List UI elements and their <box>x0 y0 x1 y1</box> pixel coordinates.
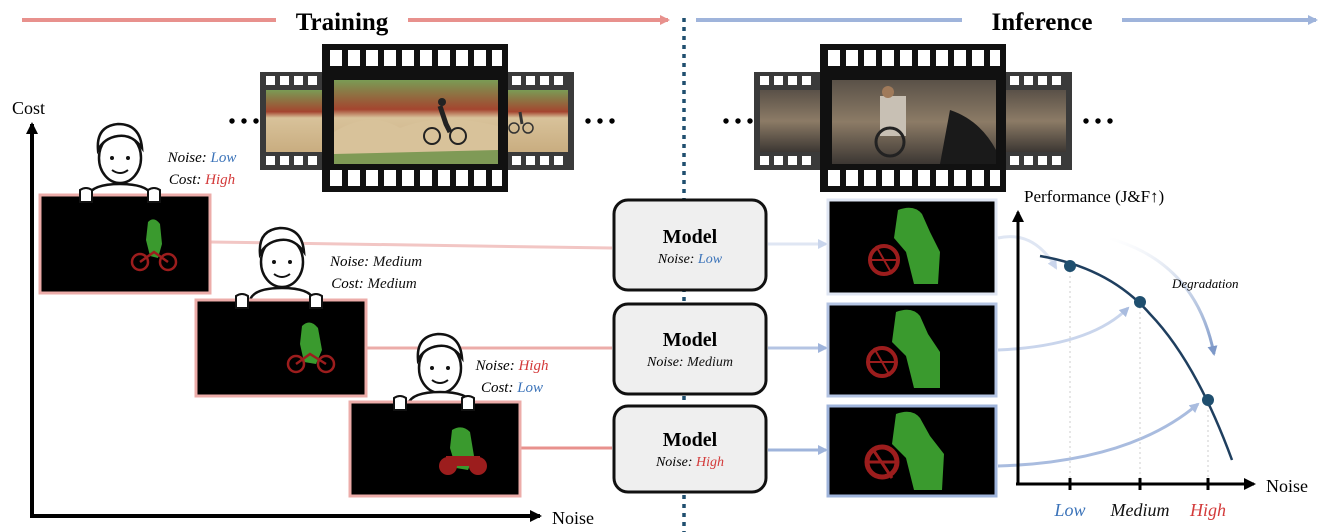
inference-ellipsis-left: • • • <box>722 111 753 133</box>
point-medium <box>1134 296 1146 308</box>
degradation-arrow <box>1107 236 1218 356</box>
model-medium-title: Model <box>663 329 718 351</box>
degradation-label: Degradation <box>1171 276 1238 291</box>
inference-film-strip <box>754 44 1072 192</box>
annotator-low-noise: Noise: Low <box>167 150 237 166</box>
annotator-medium: Noise: Medium Cost: Medium <box>194 226 422 398</box>
annotator-medium-cost: Cost: Medium <box>331 276 417 292</box>
model-high-noise: Noise: High <box>655 455 724 470</box>
point-low <box>1064 260 1076 272</box>
mask-object <box>300 322 322 364</box>
training-axes: Cost Noise <box>12 98 594 528</box>
performance-plot: Performance (J&F↑) Noise Low Medium High… <box>1012 187 1308 520</box>
annotator-low-cost: Cost: High <box>169 172 235 188</box>
annotator-high-noise: Noise: High <box>475 358 549 374</box>
training-ellipsis-left: • • • <box>228 111 259 133</box>
person-icon <box>406 332 474 405</box>
hand-icons <box>79 187 161 203</box>
annotator-low: Noise: Low Cost: High <box>38 122 237 295</box>
training-header: Training <box>22 9 670 36</box>
performance-curve <box>1039 254 1234 461</box>
performance-y-label: Performance (J&F↑) <box>1024 187 1164 206</box>
prediction-low <box>826 198 998 296</box>
inference-ellipsis-right: • • • <box>1082 111 1113 133</box>
training-title: Training <box>296 9 389 36</box>
model-medium: Model Noise: Medium <box>612 302 768 396</box>
tick-medium: Medium <box>1110 500 1170 520</box>
prediction-low-arrow <box>997 235 1058 270</box>
mask-object <box>146 219 162 258</box>
training-ellipsis-right: • • • <box>584 111 615 133</box>
inference-title: Inference <box>992 9 1093 36</box>
person-icon <box>248 226 316 301</box>
point-high <box>1202 394 1214 406</box>
tick-low: Low <box>1053 500 1085 520</box>
tick-high: High <box>1189 500 1226 520</box>
annotator-high-cost: Cost: Low <box>481 380 543 396</box>
prediction-medium <box>826 302 998 398</box>
noise-axis-label: Noise <box>552 508 594 528</box>
training-film-strip <box>260 44 574 192</box>
model-low-title: Model <box>663 226 718 248</box>
model-medium-noise: Noise: Medium <box>646 355 733 370</box>
mask-frame-high <box>348 400 522 498</box>
hand-icons <box>393 395 475 411</box>
hand-icons <box>235 293 323 309</box>
model-low: Model Noise: Low <box>612 198 768 292</box>
mask-frame-medium <box>194 298 368 398</box>
cost-axis-label: Cost <box>12 98 45 118</box>
performance-x-label: Noise <box>1266 476 1308 496</box>
model-high-title: Model <box>663 429 718 451</box>
model-high: Model Noise: High <box>612 404 768 494</box>
mask-frame-low <box>38 193 212 295</box>
inference-header: Inference <box>696 9 1318 36</box>
annotator-high: Noise: High Cost: Low <box>348 332 549 498</box>
prediction-high-arrow <box>997 402 1200 468</box>
model-low-noise: Noise: Low <box>657 252 723 267</box>
person-icon <box>86 122 154 197</box>
prediction-high <box>826 404 998 498</box>
annotator-medium-noise: Noise: Medium <box>329 254 422 270</box>
